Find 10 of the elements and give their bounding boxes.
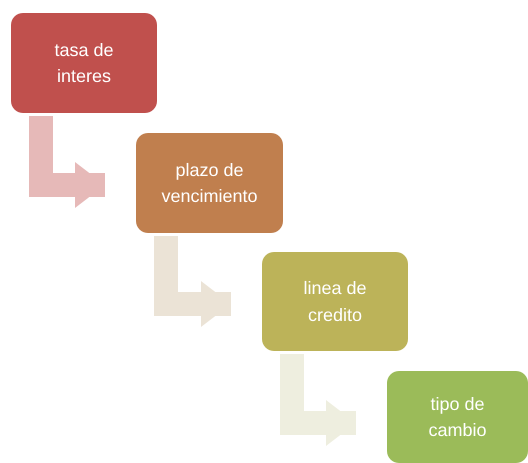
box-label: linea de credito	[302, 277, 368, 326]
bent-arrow	[154, 236, 231, 327]
box-label: plazo de vencimiento	[161, 158, 258, 208]
process-box	[262, 252, 408, 351]
process-box	[387, 371, 528, 463]
box-label: tipo de cambio	[427, 392, 488, 442]
bent-arrow	[280, 354, 356, 446]
process-box	[11, 13, 157, 113]
box-label: tasa de interes	[53, 38, 115, 88]
process-box	[136, 133, 283, 233]
